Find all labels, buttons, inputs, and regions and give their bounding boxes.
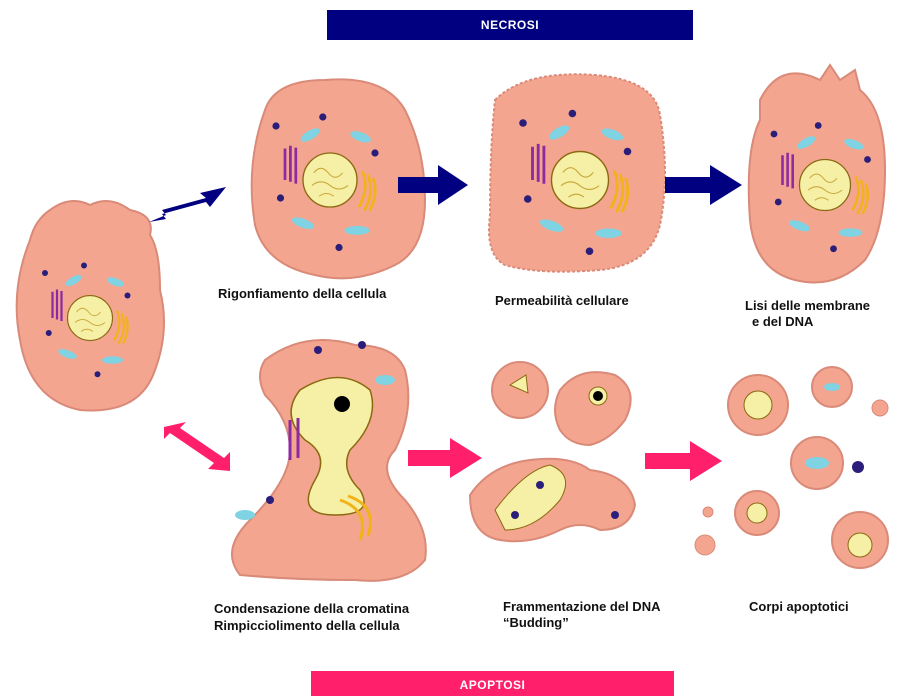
arrow-apoptosi-2 xyxy=(645,441,722,481)
arrow-apoptosi-1 xyxy=(408,438,482,478)
label-frammentazione-1: Frammentazione del DNA xyxy=(503,598,660,615)
cell-budding xyxy=(470,362,635,541)
arrow-necrosi-2 xyxy=(665,165,742,205)
label-frammentazione-2: “Budding” xyxy=(503,614,569,631)
label-lisi-2: e del DNA xyxy=(752,313,813,330)
label-corpi: Corpi apoptotici xyxy=(749,598,849,615)
original-cell xyxy=(17,201,164,411)
label-condensazione-1: Condensazione della cromatina xyxy=(214,600,409,617)
double-arrow-necrosi xyxy=(149,187,226,222)
cell-lysis xyxy=(749,65,885,283)
apoptotic-bodies xyxy=(695,367,888,568)
label-condensazione-2: Rimpicciolimento della cellula xyxy=(214,617,400,634)
cell-condensation xyxy=(232,340,426,581)
label-permeabilita: Permeabilità cellulare xyxy=(495,292,629,309)
double-arrow-apoptosi xyxy=(164,422,230,471)
label-lisi-1: Lisi delle membrane xyxy=(745,297,870,314)
label-rigonfiamento: Rigonfiamento della cellula xyxy=(218,285,386,302)
cell-permeability xyxy=(489,74,665,271)
